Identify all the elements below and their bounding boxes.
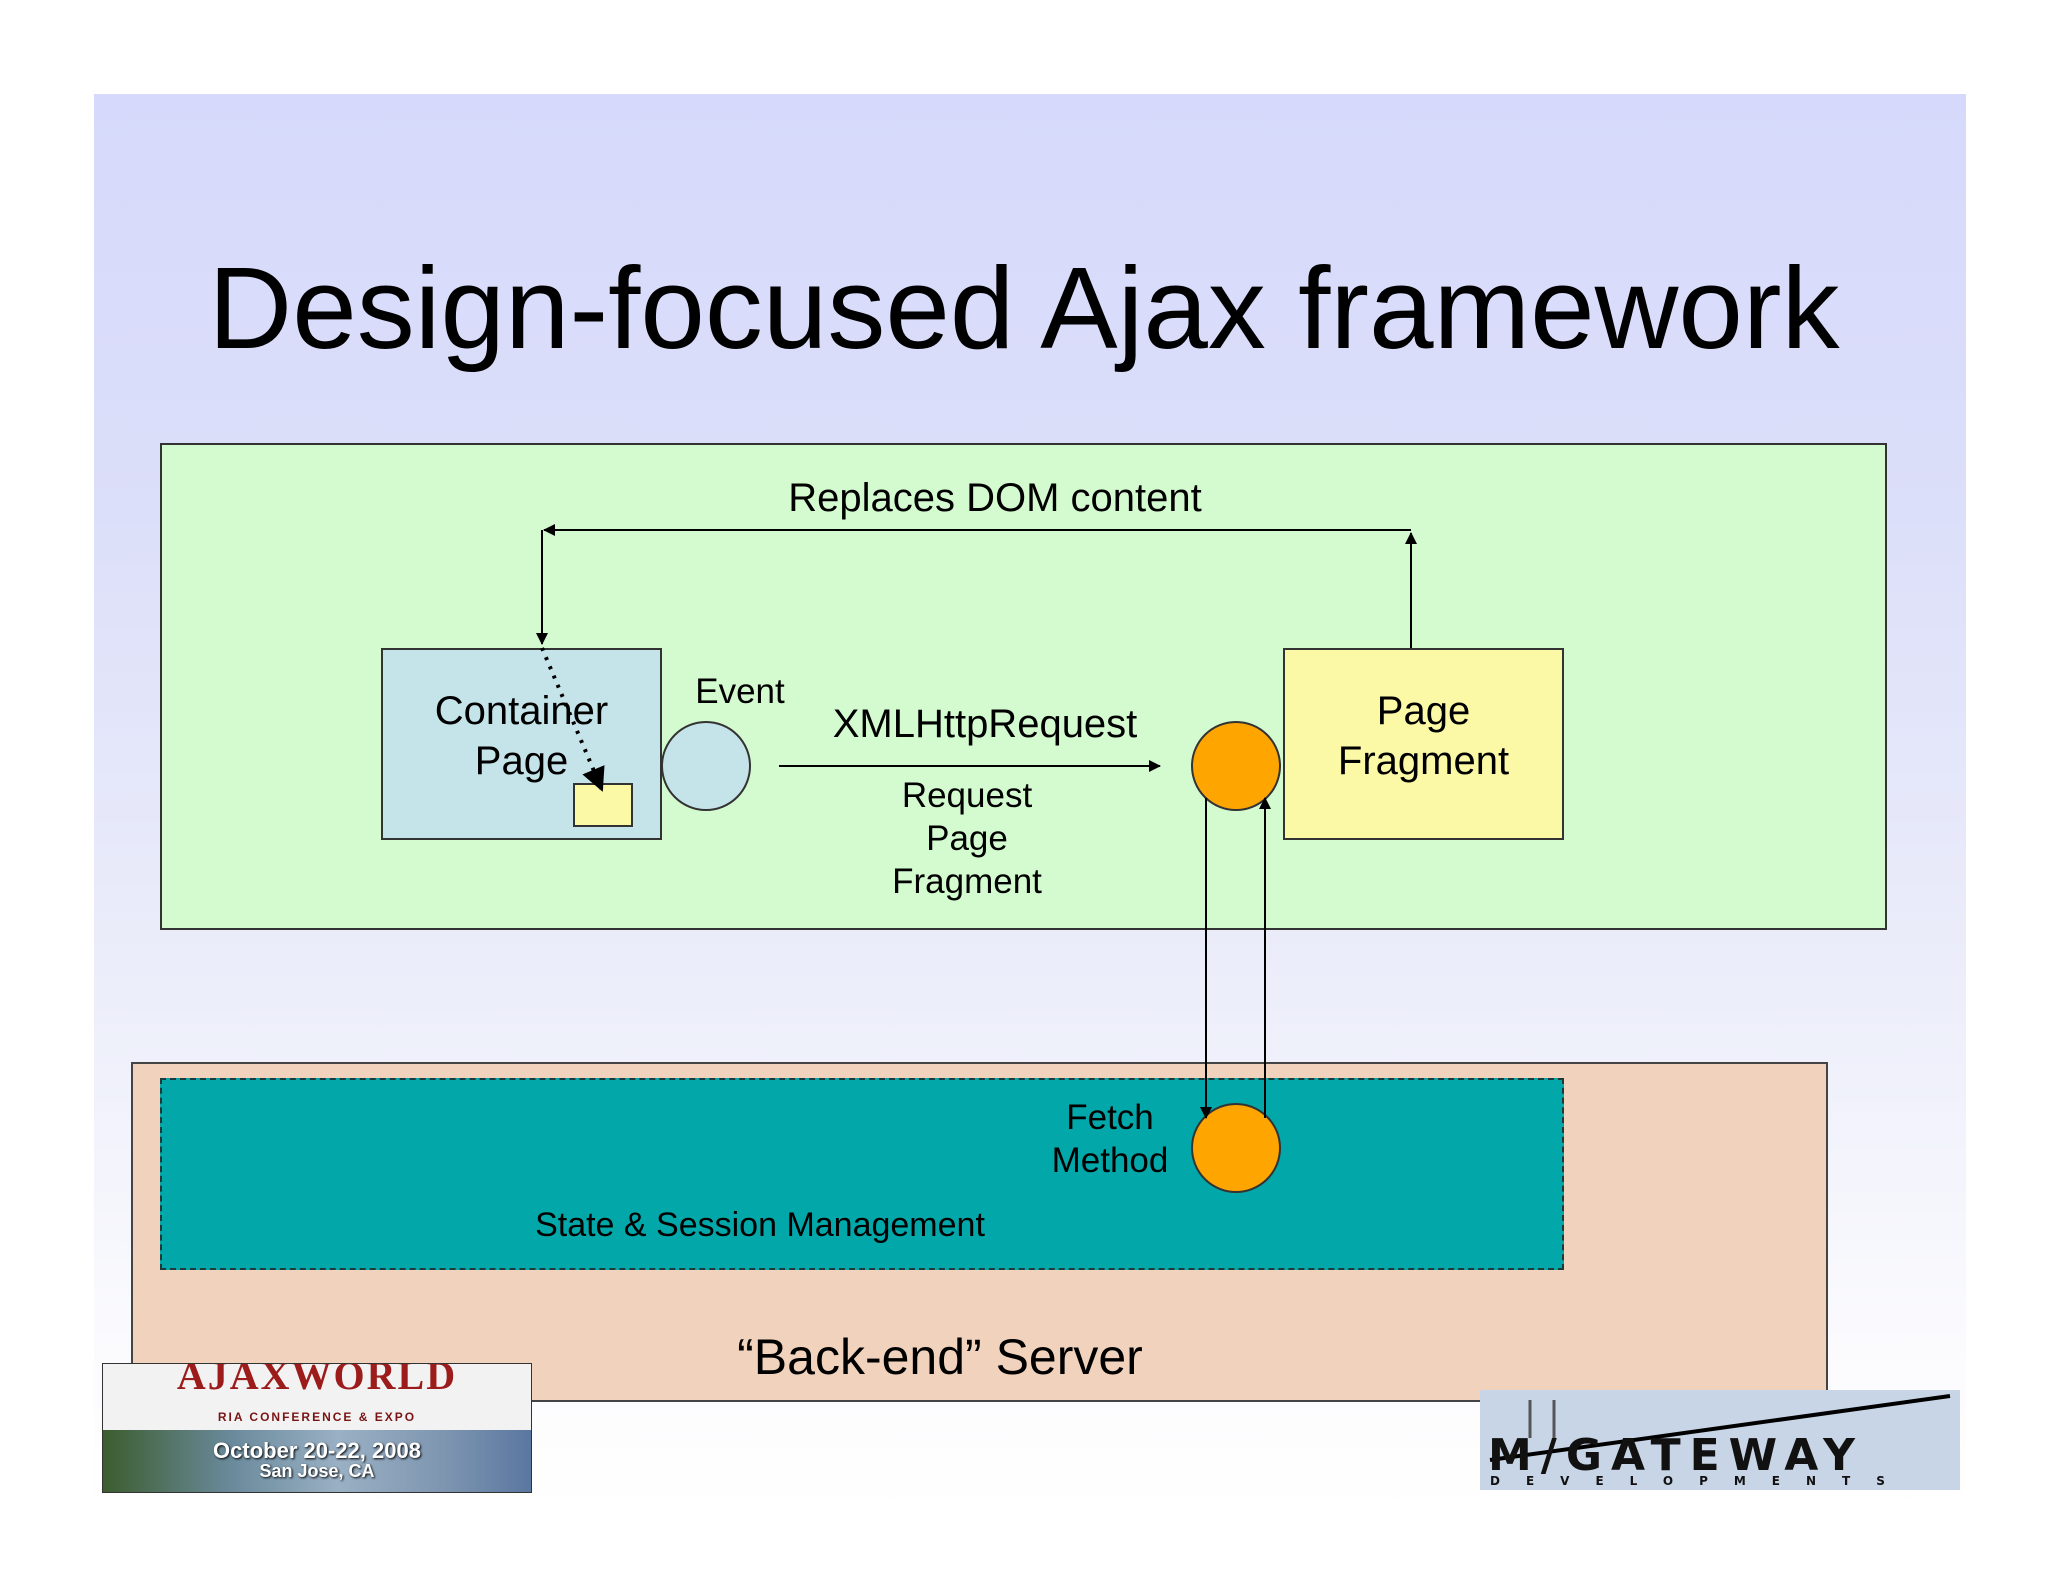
mgateway-tagline: DEVELOPMENTS (1490, 1474, 1911, 1488)
event-node (661, 721, 751, 811)
xhr-label: XMLHttpRequest (832, 702, 1138, 746)
state-session-zone (160, 1078, 1564, 1270)
fetch-method-node (1191, 1103, 1281, 1193)
request-fragment-label: Request Page Fragment (892, 776, 1042, 901)
conference-photo (103, 1430, 531, 1492)
event-label: Event (695, 672, 785, 711)
page-fragment-box (1283, 648, 1564, 840)
conference-date: October 20-22, 2008 (213, 1438, 421, 1463)
mgateway-name: M/GATEWAY (1488, 1430, 1864, 1481)
ajaxworld-subtitle: RIA CONFERENCE & EXPO (217, 1410, 417, 1424)
handler-node (1191, 721, 1281, 811)
state-session-label: State & Session Management (535, 1206, 985, 1244)
replaces-dom-label: Replaces DOM content (788, 476, 1202, 520)
slide-title: Design-focused Ajax framework (208, 243, 1840, 373)
server-label: “Back-end” Server (737, 1329, 1143, 1385)
mgateway-logo: M/GATEWAY DEVELOPMENTS (1480, 1390, 1960, 1490)
bridge-cable-icon (1489, 1394, 1951, 1462)
container-page-label: Container Page (434, 689, 609, 783)
conference-place: San Jose, CA (259, 1461, 375, 1481)
ajaxworld-logo: AJAXWORLD RIA CONFERENCE & EXPO October … (102, 1363, 532, 1493)
ajaxworld-brand: AJAXWORLD (176, 1363, 458, 1398)
fetch-method-label: Fetch Method (1051, 1098, 1169, 1180)
page-fragment-label: Page Fragment (1337, 689, 1510, 783)
